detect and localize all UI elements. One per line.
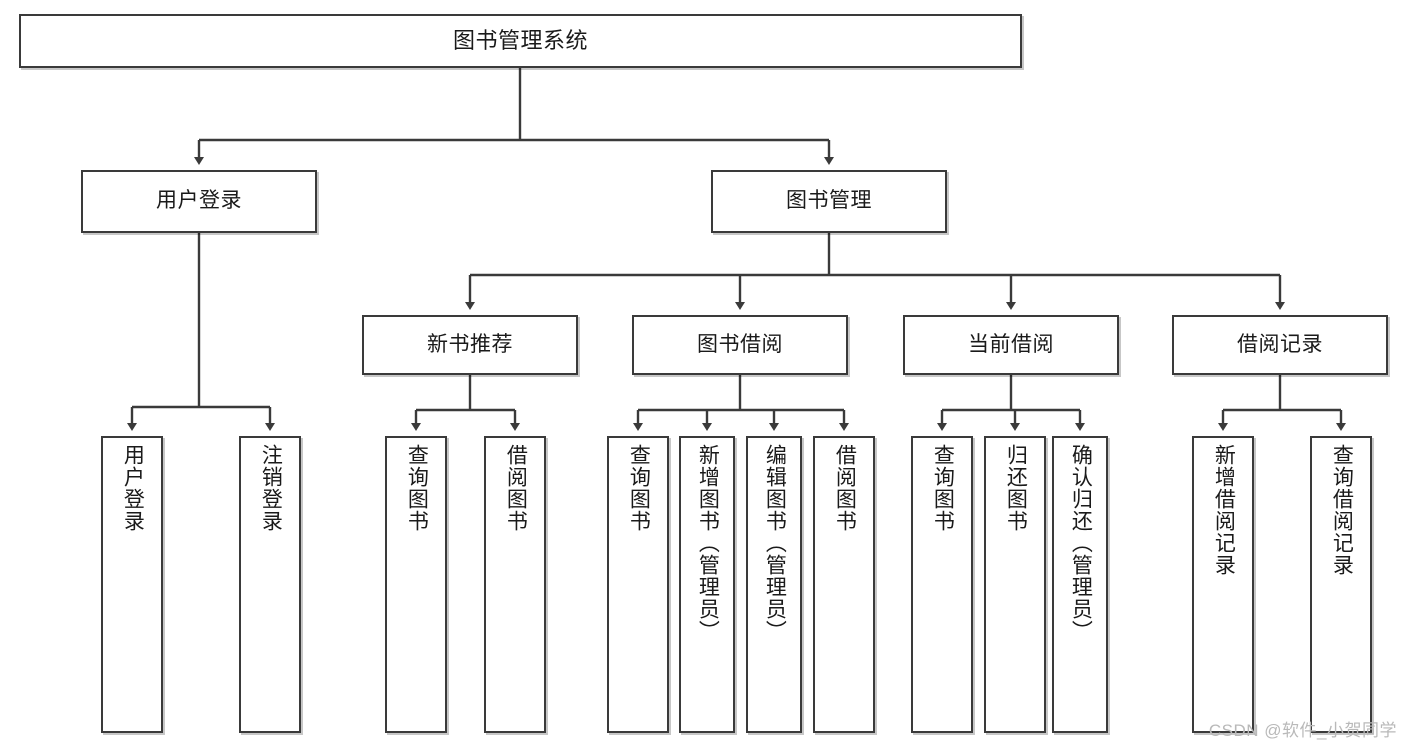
- node-label: 查询图书: [931, 444, 955, 532]
- node-level3-2[interactable]: 当前借阅: [903, 315, 1119, 375]
- node-label: 新增借阅记录: [1212, 444, 1236, 576]
- watermark: CSDN @软件_小贺同学: [1208, 721, 1397, 740]
- node-label: 当前借阅: [968, 332, 1054, 356]
- node-leaf-6[interactable]: 编辑图书（管理员）: [746, 436, 802, 733]
- node-leaf-8[interactable]: 查询图书: [911, 436, 973, 733]
- node-label: 新书推荐: [427, 332, 513, 356]
- node-leaf-11[interactable]: 新增借阅记录: [1192, 436, 1254, 733]
- node-leaf-12[interactable]: 查询借阅记录: [1310, 436, 1372, 733]
- node-label: 用户登录: [121, 444, 145, 532]
- node-label: 查询图书: [627, 444, 651, 532]
- node-label: 编辑图书（管理员）: [763, 444, 787, 642]
- node-leaf-4[interactable]: 查询图书: [607, 436, 669, 733]
- node-leaf-1[interactable]: 注销登录: [239, 436, 301, 733]
- node-label: 查询借阅记录: [1330, 444, 1354, 576]
- node-label: 新增图书（管理员）: [696, 444, 720, 642]
- node-level3-1[interactable]: 图书借阅: [632, 315, 848, 375]
- node-label: 借阅记录: [1237, 332, 1323, 356]
- node-label: 借阅图书: [833, 444, 857, 532]
- node-level3-3[interactable]: 借阅记录: [1172, 315, 1388, 375]
- node-label: 确认归还（管理员）: [1069, 444, 1093, 642]
- node-leaf-5[interactable]: 新增图书（管理员）: [679, 436, 735, 733]
- node-level2-1[interactable]: 图书管理: [711, 170, 947, 233]
- node-root-0[interactable]: 图书管理系统: [19, 14, 1022, 68]
- node-leaf-2[interactable]: 查询图书: [385, 436, 447, 733]
- node-label: 借阅图书: [504, 444, 528, 532]
- node-label: 图书管理: [786, 189, 872, 213]
- node-label: 归还图书: [1004, 444, 1028, 532]
- node-label: 图书管理系统: [452, 28, 588, 54]
- node-level2-0[interactable]: 用户登录: [81, 170, 317, 233]
- node-leaf-9[interactable]: 归还图书: [984, 436, 1046, 733]
- node-leaf-10[interactable]: 确认归还（管理员）: [1052, 436, 1108, 733]
- node-leaf-0[interactable]: 用户登录: [101, 436, 163, 733]
- node-leaf-3[interactable]: 借阅图书: [484, 436, 546, 733]
- node-leaf-7[interactable]: 借阅图书: [813, 436, 875, 733]
- node-label: 查询图书: [405, 444, 429, 532]
- node-label: 注销登录: [259, 444, 283, 532]
- node-label: 用户登录: [156, 189, 242, 213]
- node-label: 图书借阅: [697, 332, 783, 356]
- node-level3-0[interactable]: 新书推荐: [362, 315, 578, 375]
